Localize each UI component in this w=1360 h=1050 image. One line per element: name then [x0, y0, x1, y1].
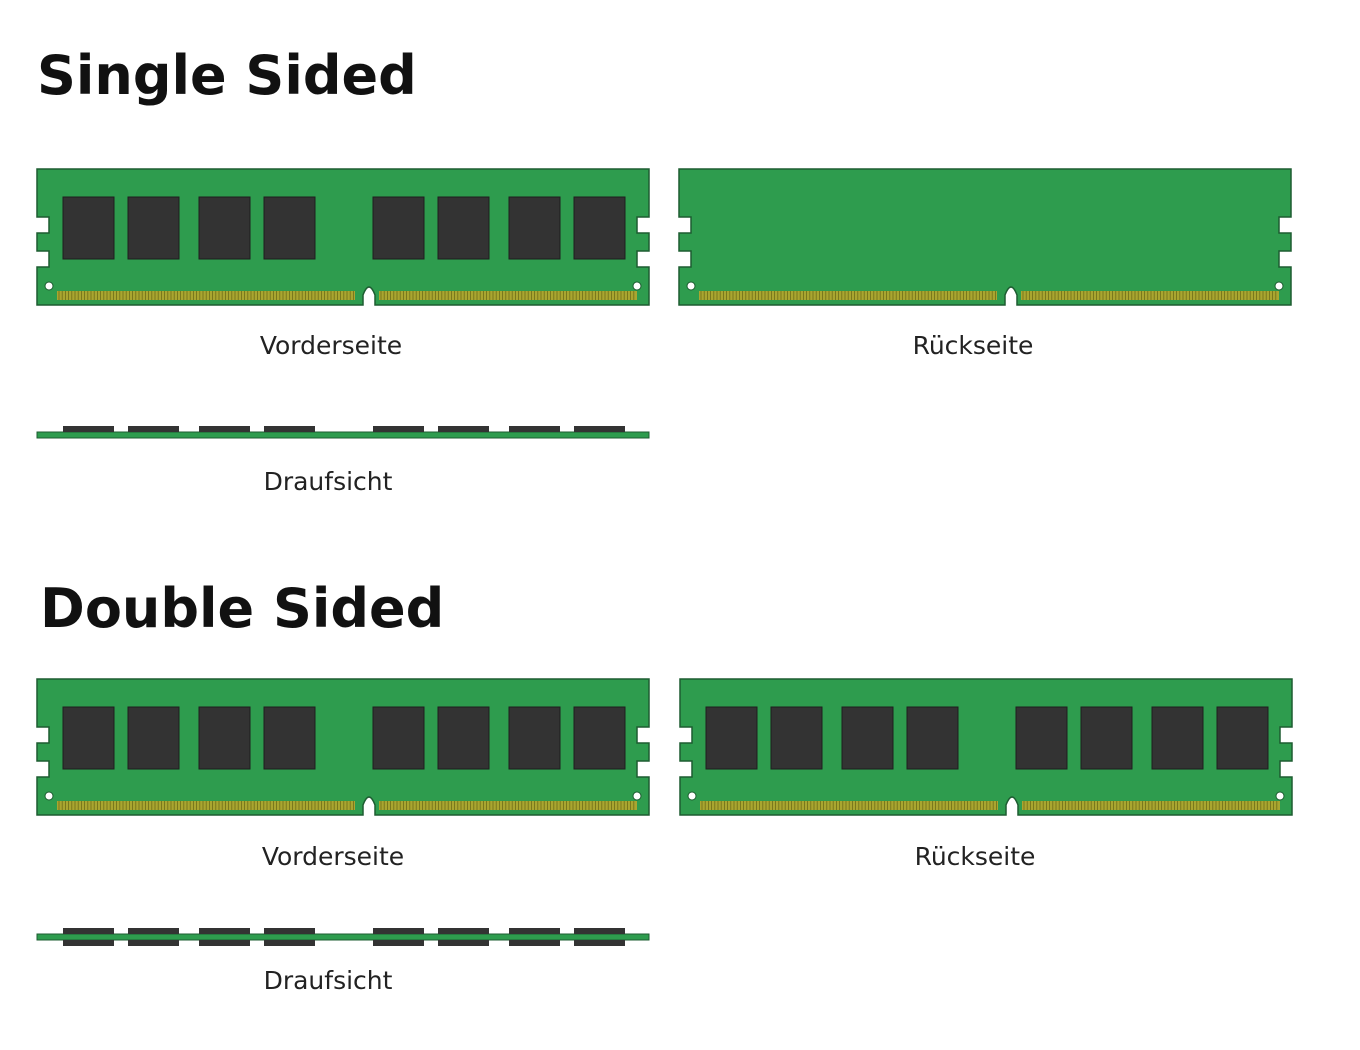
chip-top-side [264, 928, 315, 934]
chip-top-side [574, 426, 625, 432]
memory-chip [372, 196, 425, 260]
memory-chip [770, 706, 823, 770]
single-back-module [678, 168, 1292, 306]
chip-top-side [63, 426, 114, 432]
chip-top-side [438, 928, 489, 934]
mount-hole-right [1274, 281, 1284, 291]
pcb-edge [36, 933, 650, 941]
double-front-label: Vorderseite [261, 842, 405, 871]
chip-bottom-side [509, 940, 560, 946]
memory-chip [1216, 706, 1269, 770]
chip-bottom-side [128, 940, 179, 946]
single-top-label: Draufsicht [263, 467, 393, 496]
chip-top-side [373, 928, 424, 934]
memory-chip [198, 706, 251, 770]
chip-top-side [509, 928, 560, 934]
memory-chip [1015, 706, 1068, 770]
mount-hole-left [687, 791, 697, 801]
memory-chip [508, 196, 561, 260]
mount-hole-left [686, 281, 696, 291]
memory-chip [573, 706, 626, 770]
double-front-module [36, 678, 650, 816]
mount-hole-right [1275, 791, 1285, 801]
chip-bottom-side [373, 940, 424, 946]
memory-chip [263, 706, 316, 770]
memory-chip [437, 706, 490, 770]
gold-contacts [699, 291, 1279, 300]
memory-chip [573, 196, 626, 260]
chip-top-side [128, 928, 179, 934]
chip-top-side [63, 928, 114, 934]
chip-top-side [509, 426, 560, 432]
chip-bottom-side [438, 940, 489, 946]
single-front-label: Vorderseite [259, 331, 403, 360]
pcb-board [36, 678, 650, 816]
double-top-label: Draufsicht [263, 966, 393, 995]
contact-strip [379, 801, 637, 810]
double-top-view [36, 928, 650, 946]
contact-strip [379, 291, 637, 300]
chip-bottom-side [264, 940, 315, 946]
memory-chip [263, 196, 316, 260]
chip-top-side [199, 426, 250, 432]
gold-contacts [700, 801, 1280, 810]
memory-chip [127, 706, 180, 770]
pcb-edge [36, 431, 650, 439]
section-title-double: Double Sided [40, 577, 445, 640]
contact-strip [1021, 291, 1279, 300]
section-title-single: Single Sided [37, 44, 417, 107]
memory-chip [508, 706, 561, 770]
memory-chip [1080, 706, 1133, 770]
chip-top-side [264, 426, 315, 432]
memory-chip [437, 196, 490, 260]
gold-contacts [57, 801, 637, 810]
mount-hole-right [632, 791, 642, 801]
mount-hole-left [44, 281, 54, 291]
pcb-board [679, 678, 1293, 816]
mount-hole-left [44, 791, 54, 801]
memory-chip [198, 196, 251, 260]
memory-chip [127, 196, 180, 260]
memory-chip [62, 196, 115, 260]
contact-strip [1022, 801, 1280, 810]
memory-chip [1151, 706, 1204, 770]
chip-top-side [574, 928, 625, 934]
memory-chip [705, 706, 758, 770]
memory-chip [841, 706, 894, 770]
chip-bottom-side [63, 940, 114, 946]
chip-top-side [128, 426, 179, 432]
memory-chip [906, 706, 959, 770]
single-back-label: Rückseite [912, 331, 1034, 360]
mount-hole-right [632, 281, 642, 291]
memory-chip [62, 706, 115, 770]
double-back-label: Rückseite [914, 842, 1036, 871]
double-back-module [679, 678, 1293, 816]
single-top-view [36, 426, 650, 439]
chip-top-side [199, 928, 250, 934]
pcb-board [36, 168, 650, 306]
single-front-module [36, 168, 650, 306]
chip-bottom-side [199, 940, 250, 946]
pcb-board [678, 168, 1292, 306]
chip-bottom-side [574, 940, 625, 946]
chip-top-side [438, 426, 489, 432]
chip-top-side [373, 426, 424, 432]
gold-contacts [57, 291, 637, 300]
memory-chip [372, 706, 425, 770]
